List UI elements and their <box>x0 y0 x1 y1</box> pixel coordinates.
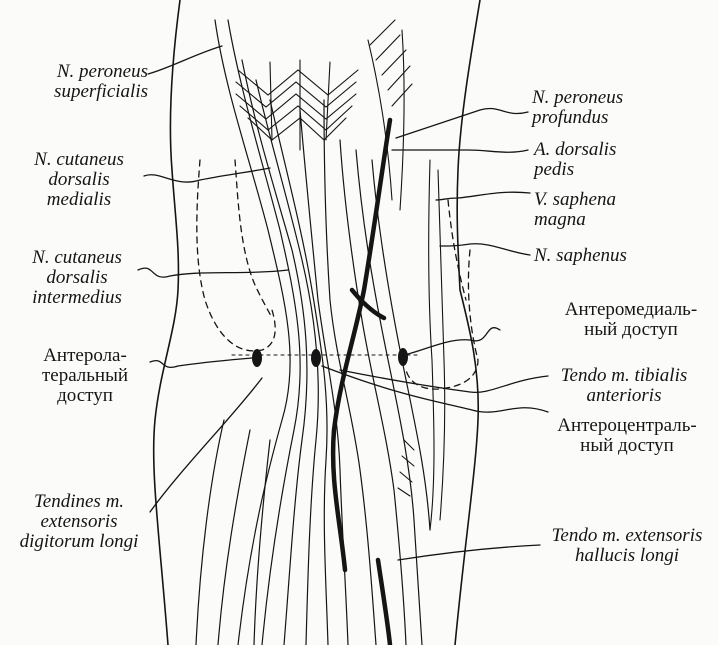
label-line: N. saphenus <box>534 246 627 266</box>
label-line: magna <box>534 210 616 230</box>
label-line: profundus <box>532 108 623 128</box>
label-n-cutaneus-dorsalis-intermedius: N. cutaneus dorsalis intermedius <box>12 248 142 308</box>
label-n-peroneus-superficialis: N. peroneus superficialis <box>8 62 148 102</box>
label-line: dorsalis <box>14 170 144 190</box>
label-line: теральный <box>22 366 148 386</box>
access-markers <box>252 348 408 367</box>
label-tendines-extensoris-digitorum: Tendines m. extensoris digitorum longi <box>6 492 152 552</box>
label-line: Антеромедиаль- <box>552 300 710 320</box>
label-line: A. dorsalis <box>534 140 616 160</box>
label-line: N. cutaneus <box>14 150 144 170</box>
label-line: Tendines m. <box>6 492 152 512</box>
label-line: Антероцентраль- <box>544 416 710 436</box>
label-line: digitorum longi <box>6 532 152 552</box>
tendon-bundle <box>196 20 430 645</box>
label-n-cutaneus-dorsalis-medialis: N. cutaneus dorsalis medialis <box>14 150 144 210</box>
label-line: доступ <box>22 386 148 406</box>
label-line: superficialis <box>8 82 148 102</box>
label-line: ный доступ <box>544 436 710 456</box>
label-line: N. peroneus <box>532 88 623 108</box>
label-line: anterioris <box>544 386 704 406</box>
leader-lines <box>138 46 548 560</box>
label-v-saphena-magna: V. saphena magna <box>534 190 616 230</box>
label-line: Tendo m. extensoris <box>540 526 714 546</box>
label-line: extensoris <box>6 512 152 532</box>
label-tendo-m-tibialis-anterioris: Tendo m. tibialis anterioris <box>544 366 704 406</box>
label-n-saphenus: N. saphenus <box>534 246 627 266</box>
label-line: Tendo m. tibialis <box>544 366 704 386</box>
label-line: ный доступ <box>552 320 710 340</box>
label-line: N. cutaneus <box>12 248 142 268</box>
label-anteromedial-access: Антеромедиаль- ный доступ <box>552 300 710 340</box>
label-anterolateral-access: Антерола- теральный доступ <box>22 346 148 406</box>
label-line: Антерола- <box>22 346 148 366</box>
label-n-peroneus-profundus: N. peroneus profundus <box>532 88 623 128</box>
label-line: medialis <box>14 190 144 210</box>
label-line: dorsalis <box>12 268 142 288</box>
label-line: intermedius <box>12 288 142 308</box>
label-tendo-m-extensoris-hallucis-longi: Tendo m. extensoris hallucis longi <box>540 526 714 566</box>
label-a-dorsalis-pedis: A. dorsalis pedis <box>534 140 616 180</box>
label-anterocentral-access: Антероцентраль- ный доступ <box>544 416 710 456</box>
label-line: V. saphena <box>534 190 616 210</box>
label-line: N. peroneus <box>8 62 148 82</box>
label-line: pedis <box>534 160 616 180</box>
label-line: hallucis longi <box>540 546 714 566</box>
